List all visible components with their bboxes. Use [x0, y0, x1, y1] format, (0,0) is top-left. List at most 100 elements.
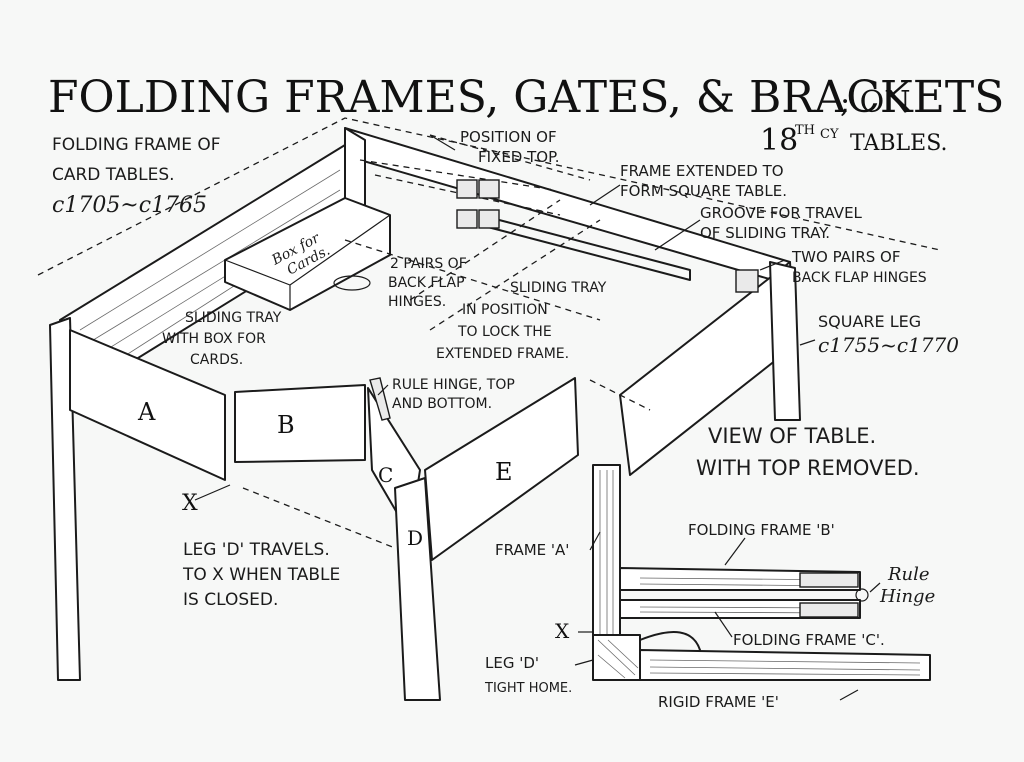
rule-hinge-arrow [377, 384, 389, 396]
label-sliding-pos-1: SLIDING TRAY [510, 280, 607, 296]
label-leg-d-1: LEG 'D' [485, 654, 539, 672]
label-sliding-pos-2: IN POSITION [462, 302, 548, 318]
label-rule-hinge-1: RULE HINGE, TOP [392, 377, 515, 393]
detail-leg-d-grain [597, 639, 639, 679]
detail-rule-hinge-top [799, 572, 859, 588]
label-x-detail: X [555, 619, 570, 643]
letter-leg-d: D [407, 526, 423, 550]
rule-hinge-detail-arrow [869, 582, 881, 593]
detail-frame-grain [639, 577, 851, 614]
label-sliding-box-1: SLIDING TRAY [185, 310, 282, 326]
fixed-top-edge [429, 134, 591, 181]
detail-frame-e [639, 649, 931, 681]
back-flap-hinge-1 [456, 179, 478, 199]
label-folding-frame-1: FOLDING FRAME OF [52, 135, 221, 155]
tray-front-path [589, 379, 651, 411]
label-frame-extended-1: FRAME EXTENDED TO [620, 162, 784, 180]
label-pairs-back-1: 2 PAIRS OF [390, 256, 467, 272]
label-sliding-pos-3: TO LOCK THE [457, 324, 552, 340]
label-view-1: VIEW OF TABLE. [708, 424, 876, 448]
groove-arrow [654, 219, 701, 251]
label-position-1: POSITION OF [460, 128, 557, 146]
label-frame-a: FRAME 'A' [495, 541, 569, 559]
frame-e [424, 377, 579, 561]
label-rule-2: Hinge [879, 586, 935, 607]
card-box [224, 197, 391, 311]
century-superscript: TH [795, 123, 815, 138]
diagram-title: FOLDING FRAMES, GATES, & BRACKETS [48, 72, 1004, 123]
century-heading: 18 TH CY TABLES. [760, 123, 947, 158]
letter-frame-c: C [378, 463, 393, 487]
label-pairs-back-2: BACK FLAP [388, 275, 465, 291]
label-pairs-back-3: HINGES. [388, 294, 446, 310]
label-view-2: WITH TOP REMOVED. [696, 456, 920, 480]
leg-d [394, 477, 441, 701]
rule-hinge [369, 377, 391, 421]
detail-hinge-knuckle [855, 588, 869, 602]
sliding-tray-path [344, 239, 601, 321]
label-rule-1: Rule [887, 564, 930, 585]
label-two-pairs-1: TWO PAIRS OF [791, 248, 901, 266]
label-sliding-pos-4: EXTENDED FRAME. [436, 346, 569, 362]
leg-d-detail-arrow [574, 659, 594, 666]
century-tables: TABLES. [850, 131, 947, 156]
label-position-2: FIXED TOP. [478, 148, 560, 166]
label-rule-hinge-2: AND BOTTOM. [392, 396, 492, 412]
fixed-top-arrow [429, 134, 456, 151]
folding-b-arrow [724, 537, 746, 566]
frame-a [69, 329, 226, 481]
detail-frame-e-grain [649, 659, 921, 676]
card-box-handle [333, 275, 371, 291]
label-groove-2: OF SLIDING TRAY. [700, 224, 830, 242]
letter-x: X [182, 491, 198, 516]
label-rigid-e: RIGID FRAME 'E' [658, 693, 779, 711]
label-two-pairs-2: BACK FLAP HINGES [792, 270, 927, 286]
label-square-leg: SQUARE LEG [818, 312, 921, 331]
diagram-title-suffix: ; ON [840, 85, 911, 120]
century-abbreviation: CY [820, 127, 839, 142]
label-folding-frame-date: c1705~c1765 [52, 193, 207, 218]
x-arrow [194, 484, 231, 501]
label-sliding-box-3: CARDS. [190, 352, 243, 368]
back-flap-hinge-2 [478, 179, 500, 199]
square-leg [769, 261, 801, 421]
tray-back-path [374, 174, 561, 216]
century-number: 18 [760, 123, 798, 158]
tray-diagonal-1 [409, 199, 561, 301]
frame-b [234, 384, 366, 463]
square-leg-arrow [799, 339, 816, 346]
frame-a-arrow [589, 531, 601, 551]
detail-frame-a [592, 464, 621, 641]
letter-frame-e: E [495, 458, 513, 486]
detail-frame-a-grain [599, 470, 614, 635]
label-square-leg-date: c1755~c1770 [818, 333, 959, 357]
back-flap-hinge-right [735, 269, 759, 293]
leg-travel-arrow [242, 487, 396, 549]
label-folding-b: FOLDING FRAME 'B' [688, 521, 835, 539]
label-leg-travels-1: LEG 'D' TRAVELS. [183, 540, 330, 560]
hinge-detail-section [592, 464, 931, 681]
label-groove-1: GROOVE FOR TRAVEL [700, 204, 863, 222]
back-flap-hinge-3 [456, 209, 478, 229]
letter-frame-a: A [137, 398, 156, 426]
rigid-e-arrow [839, 689, 859, 701]
label-frame-extended-2: FORM SQUARE TABLE. [620, 182, 787, 200]
letter-frame-b: B [277, 411, 295, 439]
card-box-edges [224, 214, 391, 310]
label-folding-frame-2: CARD TABLES. [52, 165, 175, 185]
label-leg-travels-2: TO X WHEN TABLE [182, 565, 340, 585]
label-folding-c: FOLDING FRAME 'C'. [733, 631, 885, 649]
label-leg-travels-3: IS CLOSED. [183, 590, 278, 610]
detail-rule-hinge-bottom [799, 602, 859, 618]
folding-c-arrow [714, 611, 733, 638]
label-leg-d-2: TIGHT HOME. [484, 681, 572, 696]
back-flap-hinge-4 [478, 209, 500, 229]
label-sliding-box-2: WITH BOX FOR [162, 331, 266, 347]
left-rail-grain [79, 169, 341, 376]
frame-extended-arrow [589, 184, 621, 206]
fixed-top-outline [37, 117, 941, 276]
sliding-groove [479, 214, 691, 281]
detail-curve [639, 631, 701, 651]
